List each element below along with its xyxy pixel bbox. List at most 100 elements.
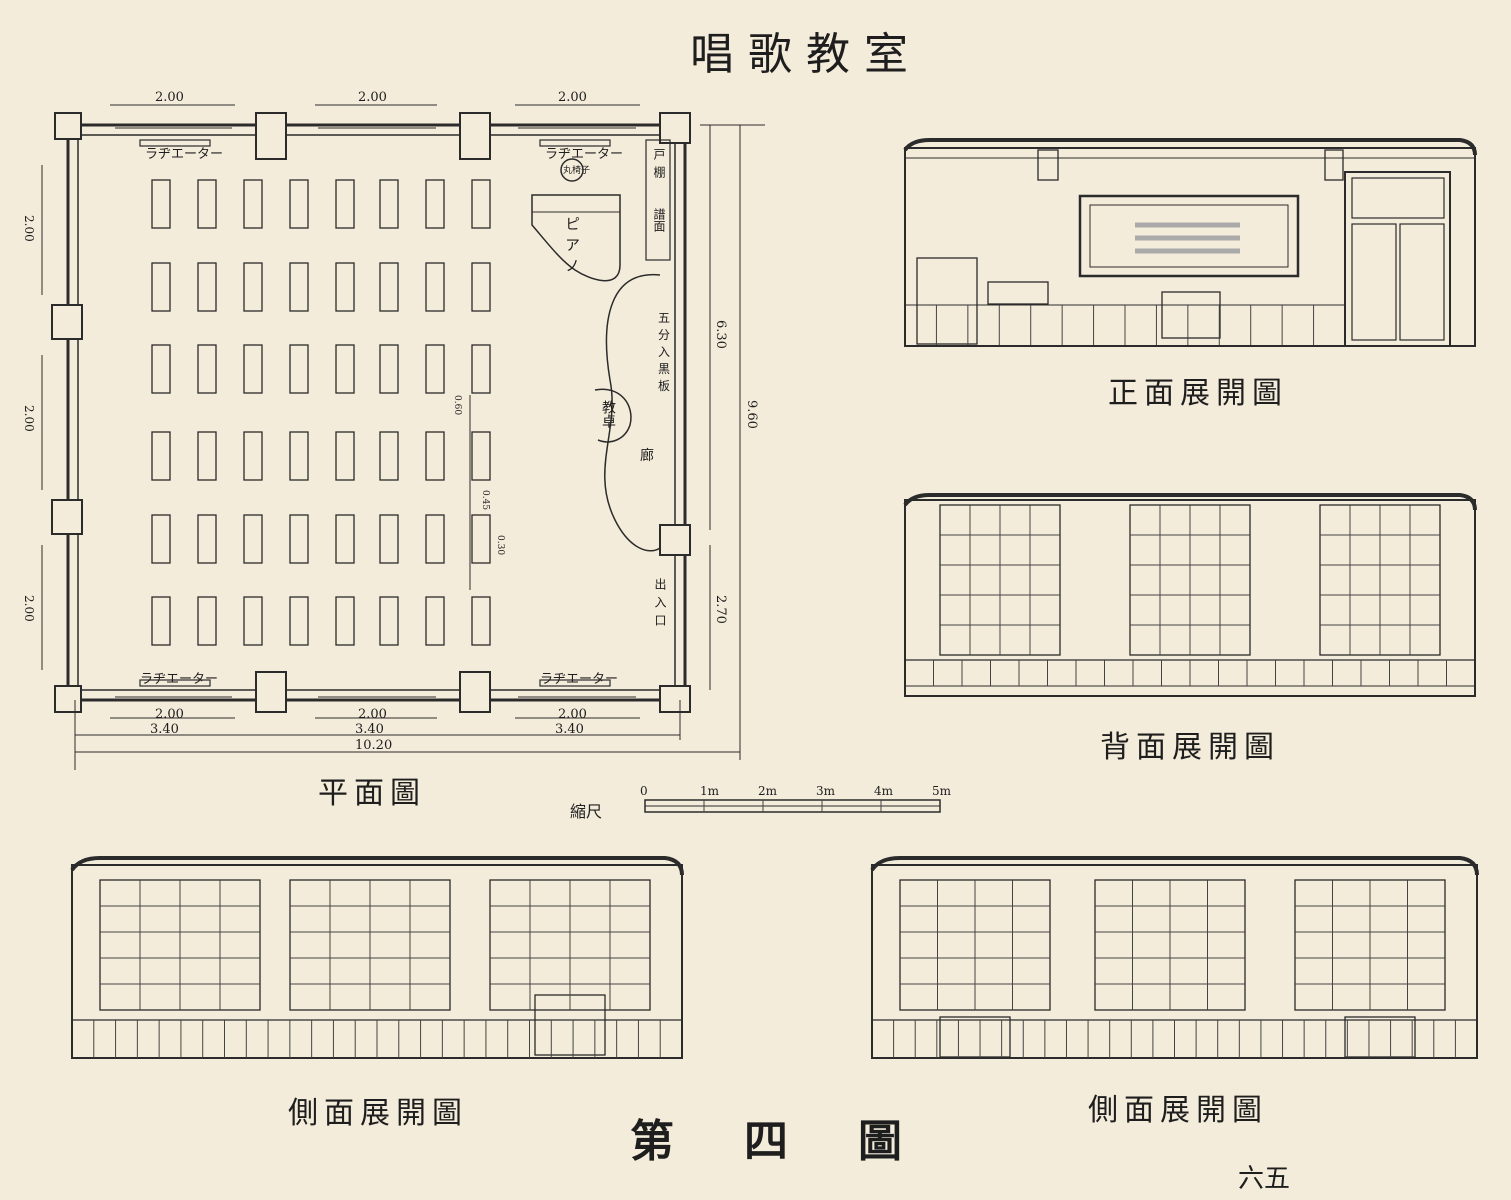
page-number: 六五: [1238, 1164, 1291, 1194]
plan-caption: 平面圖: [318, 776, 426, 811]
desk: [151, 596, 171, 646]
desk: [197, 344, 217, 394]
dim-window-6: 2.00: [558, 707, 587, 722]
front-elevation-caption: 正面展開圖: [1108, 376, 1288, 411]
dim-total-depth: 9.60: [744, 400, 759, 429]
scale-tick-0: 0: [640, 784, 648, 798]
desk: [289, 179, 309, 229]
desk: [243, 431, 263, 481]
platform-label: 教卓: [600, 400, 616, 428]
desk: [379, 431, 399, 481]
desk: [425, 344, 445, 394]
figure-label: 第四圖: [630, 1116, 972, 1167]
closet-label: 出入口: [653, 578, 667, 632]
desk: [335, 344, 355, 394]
desk: [379, 179, 399, 229]
back-elevation-caption: 背面展開圖: [1100, 730, 1280, 765]
desk: [243, 514, 263, 564]
radiator-label-bottom-right: ラヂエーター: [540, 672, 619, 687]
desk: [379, 596, 399, 646]
music-stand-label: 譜面: [652, 208, 666, 232]
desk: [471, 596, 491, 646]
desk: [471, 431, 491, 481]
desk: [471, 514, 491, 564]
dim-total-width: 10.20: [355, 738, 393, 753]
desk: [335, 179, 355, 229]
desk: [151, 344, 171, 394]
dim-window-4: 2.00: [155, 707, 184, 722]
desk: [425, 596, 445, 646]
student-desks: [151, 179, 491, 646]
desk: [151, 514, 171, 564]
floor-plan: [41, 104, 765, 770]
scale-label: 縮尺: [570, 802, 603, 821]
scale-bar: [644, 799, 941, 813]
dim-bay-1: 3.40: [150, 722, 179, 737]
desk: [197, 596, 217, 646]
dim-desk-gap: 0.45: [480, 490, 490, 511]
dim-bay-3: 3.40: [555, 722, 584, 737]
desk: [289, 431, 309, 481]
desk: [151, 262, 171, 312]
cabinet-label: 戸棚: [652, 148, 666, 184]
desk: [379, 514, 399, 564]
desk: [151, 431, 171, 481]
desk: [243, 262, 263, 312]
corridor-label: 廊: [640, 448, 654, 464]
dim-desk-depth: 0.30: [495, 535, 505, 556]
blackboard-note: 五分入黒板: [658, 311, 671, 393]
desk: [425, 262, 445, 312]
dim-window-3: 2.00: [558, 90, 587, 105]
desk: [425, 431, 445, 481]
desk: [425, 514, 445, 564]
desk: [335, 596, 355, 646]
desk: [335, 262, 355, 312]
scale-tick-3: 3m: [816, 784, 836, 798]
dim-right-lower: 2.70: [713, 595, 728, 624]
dim-left-2: 2.00: [22, 405, 36, 432]
desk: [471, 262, 491, 312]
dim-aisle: 0.60: [452, 395, 462, 416]
radiator-label-top-left: ラヂエーター: [145, 147, 224, 162]
radiator-label-top-right: ラヂエーター: [545, 147, 624, 162]
side-right-caption: 側面展開圖: [1088, 1093, 1268, 1128]
desk: [471, 179, 491, 229]
side-left-caption: 側面展開圖: [288, 1096, 468, 1131]
radiator-label-bottom-left: ラヂエーター: [140, 672, 219, 687]
dim-window-1: 2.00: [155, 90, 184, 105]
desk: [197, 431, 217, 481]
desk: [197, 262, 217, 312]
desk: [289, 514, 309, 564]
desk: [197, 514, 217, 564]
page-title: 唱歌教室: [690, 29, 922, 80]
dim-window-5: 2.00: [358, 707, 387, 722]
desk: [471, 344, 491, 394]
side-elevation-left: [70, 856, 684, 1059]
desk: [289, 262, 309, 312]
piano-label: ピアノ: [563, 216, 581, 279]
desk: [243, 596, 263, 646]
desk: [335, 514, 355, 564]
dim-right-upper: 6.30: [713, 320, 728, 349]
desk: [379, 262, 399, 312]
desk: [243, 179, 263, 229]
dim-left-1: 2.00: [22, 215, 36, 242]
round-stool-label: 丸椅子: [563, 166, 591, 176]
scale-tick-1: 1m: [700, 784, 720, 798]
desk: [425, 179, 445, 229]
desk: [151, 179, 171, 229]
dim-left-3: 2.00: [22, 595, 36, 622]
desk: [289, 344, 309, 394]
desk: [379, 344, 399, 394]
scale-tick-4: 4m: [874, 784, 894, 798]
scale-tick-2: 2m: [758, 784, 778, 798]
desk: [289, 596, 309, 646]
desk: [335, 431, 355, 481]
front-elevation: [903, 138, 1477, 347]
dim-bay-2: 3.40: [355, 722, 384, 737]
desk: [243, 344, 263, 394]
desk: [197, 179, 217, 229]
dim-window-2: 2.00: [358, 90, 387, 105]
